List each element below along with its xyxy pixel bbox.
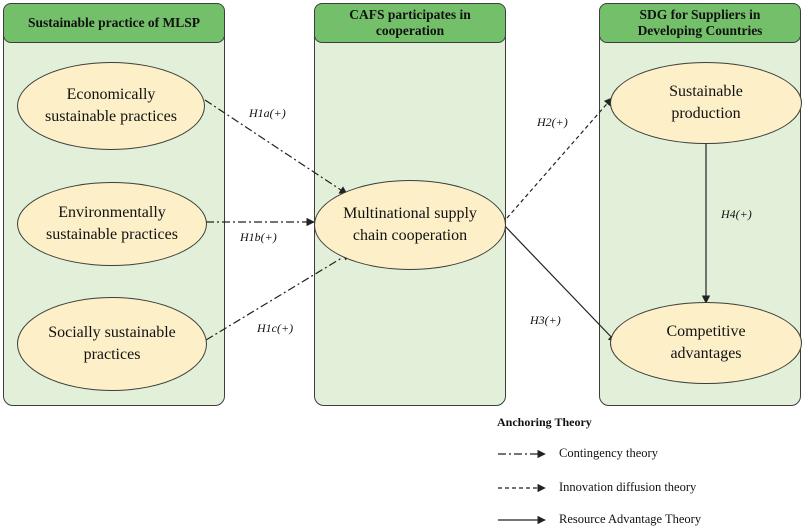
legend-item-contingency: Contingency theory xyxy=(559,446,658,460)
left-panel-title: Sustainable practice of MLSP xyxy=(3,3,225,43)
node-environmentally-sustainable: Environmentally sustainable practices xyxy=(17,182,207,266)
node-economically-sustainable: Economically sustainable practices xyxy=(17,62,205,150)
node-competitive-advantages: Competitive advantages xyxy=(610,302,802,384)
node-multinational-cooperation: Multinational supply chain cooperation xyxy=(314,180,506,270)
edge-h1a xyxy=(204,99,348,195)
edge-h3 xyxy=(502,223,617,343)
middle-panel-title: CAFS participates in cooperation xyxy=(314,3,506,43)
node-sustainable-production: Sustainable production xyxy=(610,62,802,144)
legend-title: Anchoring Theory xyxy=(497,415,592,429)
edge-h2 xyxy=(506,97,613,219)
label-h1a: H1a(+) xyxy=(249,106,286,120)
label-h1c: H1c(+) xyxy=(257,321,294,335)
right-panel-title: SDG for Suppliers in Developing Countrie… xyxy=(599,3,801,43)
node-socially-sustainable: Socially sustainable practices xyxy=(17,297,207,391)
label-h3: H3(+) xyxy=(530,313,561,327)
label-h4: H4(+) xyxy=(721,207,752,221)
legend-item-resource: Resource Advantage Theory xyxy=(559,512,702,526)
edge-h1c xyxy=(205,252,351,341)
legend-item-innovation: Innovation diffusion theory xyxy=(559,480,697,494)
label-h2: H2(+) xyxy=(537,115,568,129)
label-h1b: H1b(+) xyxy=(240,230,277,244)
